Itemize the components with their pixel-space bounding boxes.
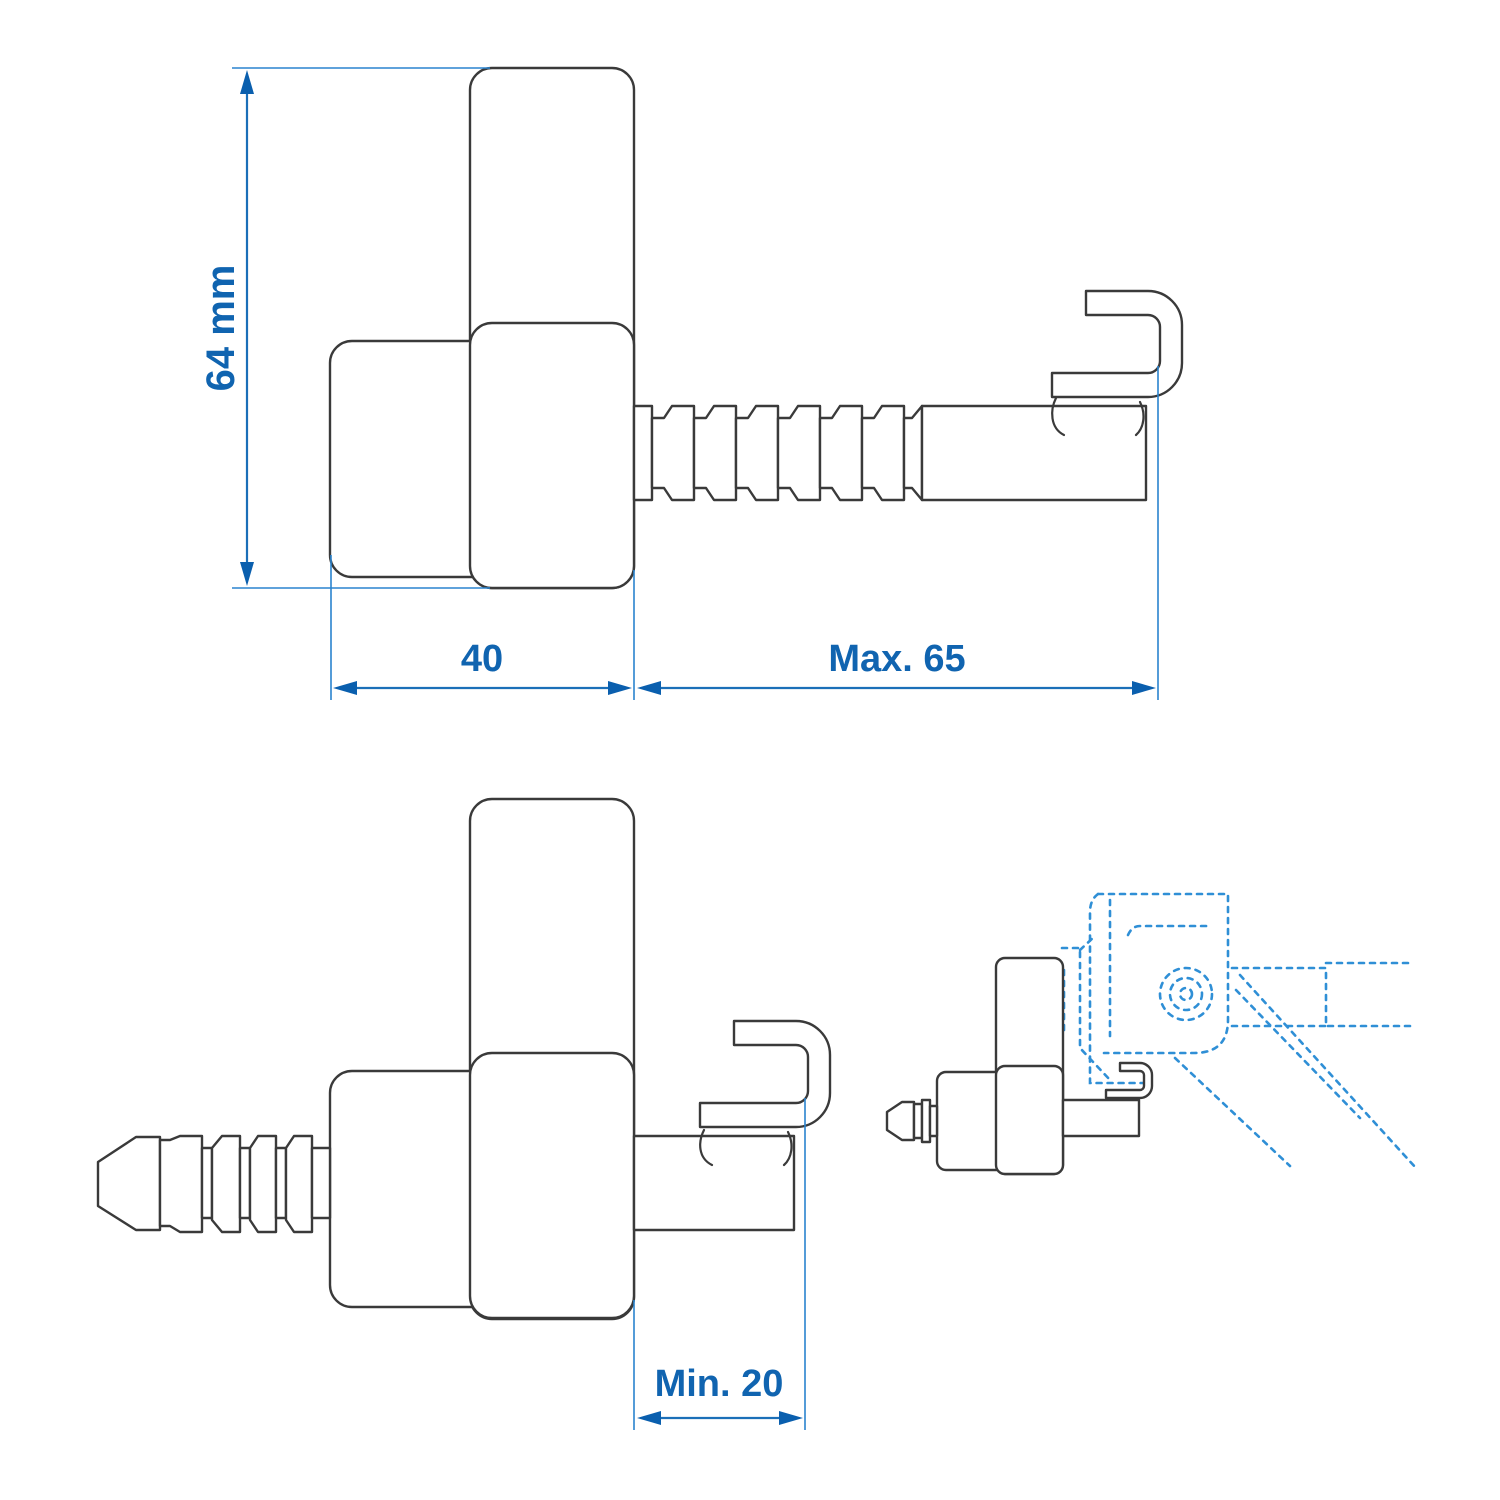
hitch-outline-dashed	[998, 892, 1418, 1170]
rod-shaft	[920, 404, 1148, 502]
j-hook-clamp	[1050, 289, 1184, 399]
height-label: 64 mm	[199, 265, 243, 392]
body-width-label: 40	[461, 638, 503, 680]
front-body	[468, 321, 636, 590]
max-extension-label: Max. 65	[828, 638, 965, 680]
threaded-rod-left	[96, 1134, 332, 1234]
min-extension-label: Min. 20	[655, 1363, 784, 1405]
rod-ribs	[650, 404, 924, 502]
front-body	[468, 1051, 636, 1320]
j-hook-clamp	[1104, 1061, 1154, 1100]
rod-shaft	[1061, 1098, 1141, 1138]
j-hook-clamp	[698, 1019, 832, 1129]
top-view: 64 mm 40 Max. 65	[199, 66, 1184, 700]
installed-view	[885, 892, 1418, 1176]
rod-tip	[885, 1100, 916, 1142]
threaded-rod	[632, 404, 1148, 502]
height-dimension: 64 mm	[199, 67, 490, 589]
width-dimension: 40 Max. 65	[330, 366, 1159, 700]
rod-shaft	[632, 1134, 796, 1232]
min-extension-dimension: Min. 20	[633, 1098, 806, 1430]
bottom-view: Min. 20	[96, 797, 832, 1430]
front-body	[994, 1064, 1065, 1176]
